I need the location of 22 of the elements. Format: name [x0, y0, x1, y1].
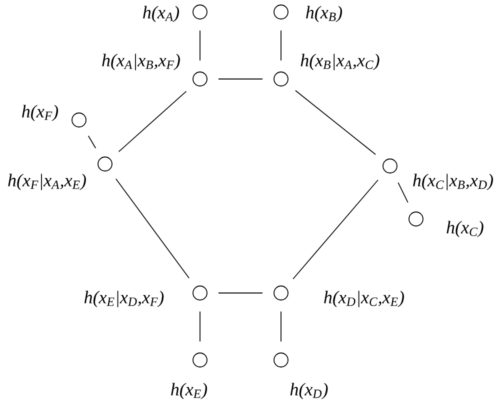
- connector-line: [280, 30, 282, 61]
- node-label: h(x$_{A}$): [143, 6, 180, 22]
- node-label: h(x$_{E}$|x$_{D}$,x$_{F}$): [84, 290, 164, 308]
- node-label: h(x$_{D}$|x$_{C}$,x$_{E}$): [324, 290, 404, 308]
- node-label: h(x$_{F}$): [22, 104, 58, 122]
- node-label: h(x$_{C}$|x$_{B}$,x$_{D}$): [413, 174, 493, 190]
- connector-line: [88, 135, 96, 149]
- connector-line: [398, 182, 408, 203]
- connector-line: [294, 90, 376, 155]
- connector-line: [292, 180, 378, 280]
- node-label: h(x$_{A}$|x$_{B}$,x$_{F}$): [102, 54, 180, 70]
- node-label: h(x$_{C}$): [446, 220, 484, 238]
- connector-line: [118, 90, 187, 152]
- node-label: h(x$_{D}$): [290, 382, 328, 400]
- connector-line: [218, 78, 263, 80]
- node-label: h(x$_{B}$|x$_{A}$,x$_{C}$): [300, 54, 380, 70]
- node-label: h(x$_{F}$|x$_{A}$,x$_{E}$): [8, 174, 86, 190]
- connector-line: [280, 311, 282, 342]
- node-label: h(x$_{E}$): [171, 382, 208, 400]
- connector-line: [218, 292, 263, 294]
- connector-line: [116, 178, 190, 279]
- node-label: h(x$_{B}$): [306, 6, 342, 22]
